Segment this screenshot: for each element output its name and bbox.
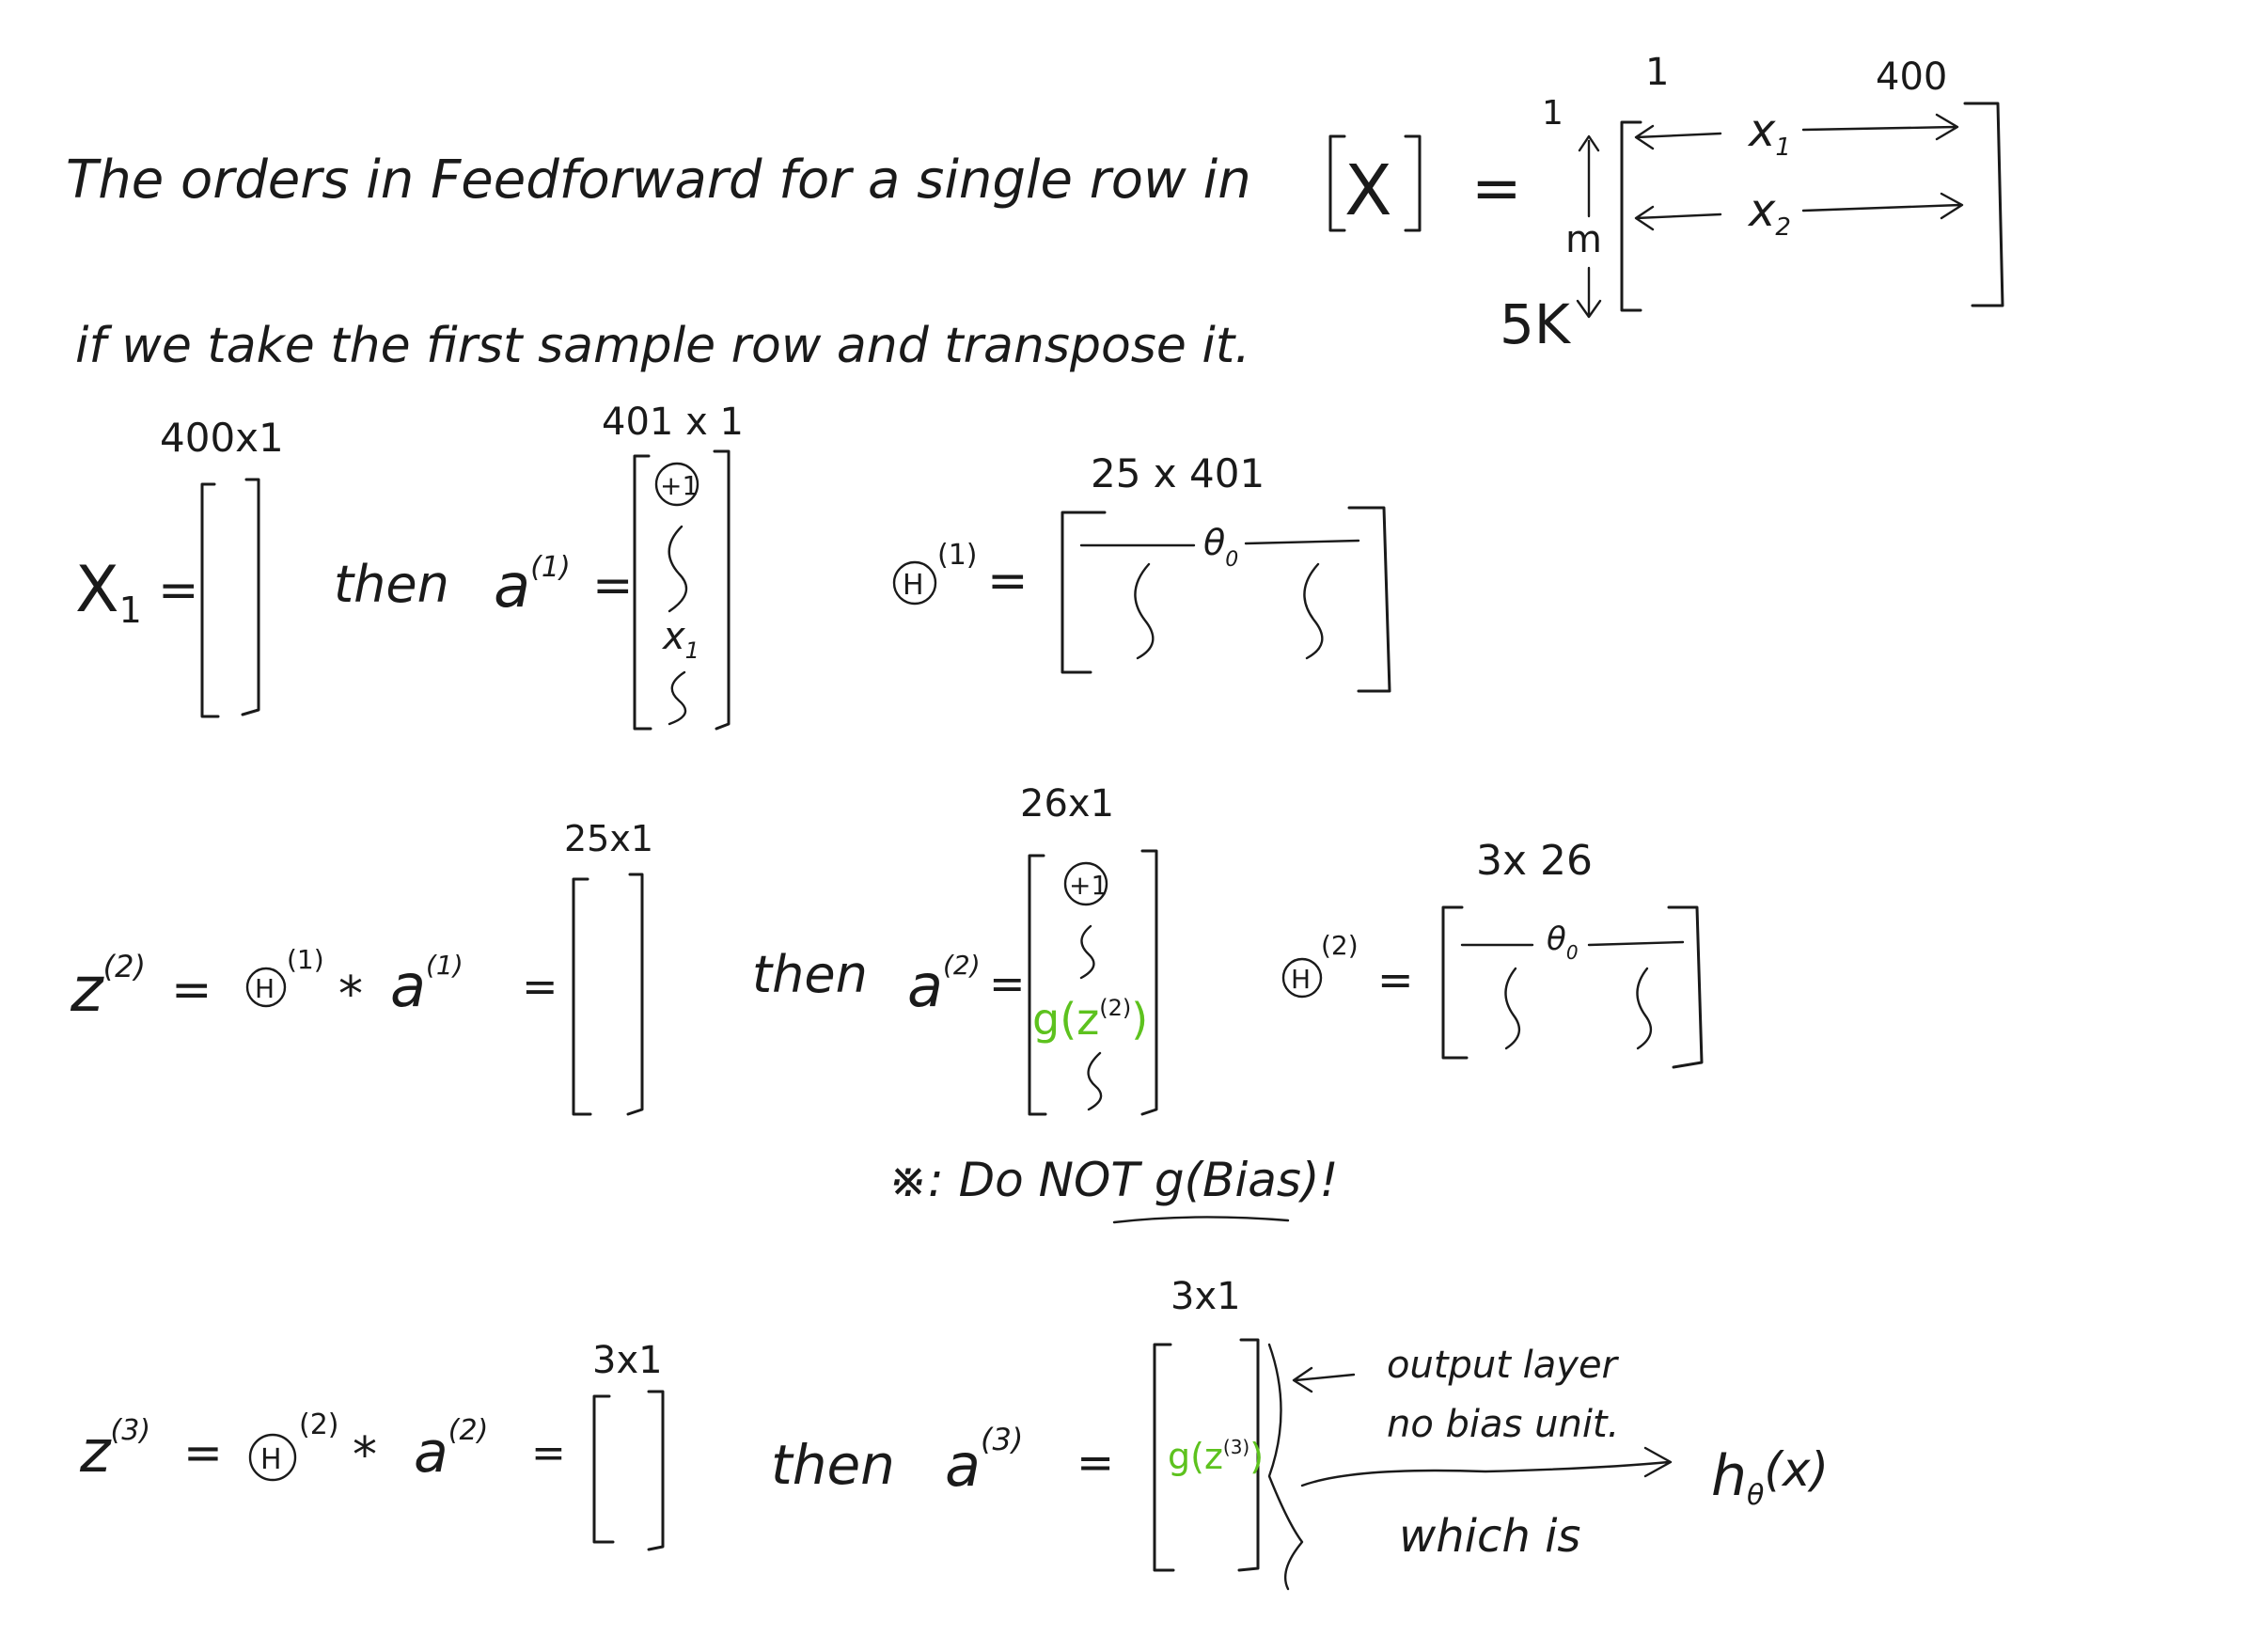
note-text: ※: Do NOT g(Bias)! — [888, 1153, 1339, 1207]
z2-theta: H — [255, 973, 275, 1004]
a3-vector: a(3) = 3x1 g(z(3)) — [945, 1275, 1264, 1572]
theta1-eq: = — [987, 553, 1029, 609]
x1-dim: 400x1 — [160, 415, 284, 461]
z3-eq2: = — [531, 1429, 566, 1477]
header-equals: = — [1471, 154, 1522, 224]
x-matrix-row1: x1 — [1747, 104, 1791, 162]
a1-eq: = — [592, 558, 634, 614]
annot-which-is: which is — [1399, 1510, 1580, 1563]
header-line-1: The orders in Feedforward for a single r… — [66, 149, 1251, 211]
x-bracket-symbol: X — [1328, 134, 1422, 232]
theta2-eq: = — [1377, 954, 1414, 1005]
row1-then: then — [334, 555, 449, 614]
z3-equation: z(3) = H (2) * a(2) = 3x1 — [79, 1339, 665, 1551]
z2-a: a(1) — [390, 950, 464, 1020]
a2-lhs: a(2) — [907, 950, 981, 1020]
a1-dim: 401 x 1 — [602, 401, 744, 444]
z2-lhs: z(2) — [70, 949, 146, 1026]
z3-theta: H — [260, 1443, 282, 1476]
row-count-arrow — [1576, 134, 1602, 319]
annot-output-layer: output layer — [1387, 1344, 1620, 1387]
x-symbol: X — [1344, 150, 1392, 231]
theta1-symbol: H — [903, 569, 924, 602]
a2-dim: 26x1 — [1020, 782, 1114, 826]
z3-a: a(2) — [414, 1414, 488, 1486]
z3-eq: = — [183, 1425, 223, 1480]
z3-lhs: z(3) — [79, 1414, 150, 1486]
annot-no-bias: no bias unit. — [1387, 1403, 1619, 1446]
output-layer-annotation: output layer no bias unit. which is hθ(x… — [1267, 1343, 1829, 1591]
x-matrix-col-end: 400 — [1876, 55, 1947, 99]
z2-eq2: = — [522, 961, 558, 1012]
a1-item: x1 — [661, 615, 699, 664]
theta1-sup: (1) — [937, 539, 978, 572]
row3-then: then — [771, 1433, 895, 1497]
a3-dim: 3x1 — [1171, 1275, 1241, 1318]
theta1-row: θ0 — [1203, 522, 1238, 572]
a2-eq: = — [989, 958, 1026, 1009]
a1-bias: +1 — [660, 470, 699, 501]
x1-eq: = — [158, 562, 199, 619]
theta2-row: θ0 — [1547, 920, 1579, 964]
theta1-dim: 25 x 401 — [1091, 450, 1265, 496]
theta2-symbol: H — [1291, 964, 1311, 995]
bias-warning-note: ※: Do NOT g(Bias)! — [888, 1153, 1339, 1224]
a3-g: g(z(3)) — [1168, 1436, 1264, 1477]
z2-eq: = — [171, 962, 212, 1018]
x1-lhs: X1 — [75, 553, 142, 631]
theta2-sup: (2) — [1321, 930, 1359, 961]
hypothesis-label: hθ(x) — [1711, 1442, 1829, 1512]
a3-lhs: a(3) — [945, 1422, 1023, 1500]
a1-vector: 401 x 1 a(1) = +1 x1 — [494, 401, 744, 731]
z3-op: * — [353, 1427, 377, 1484]
x-matrix-row-count: 5K — [1500, 292, 1572, 356]
header-line-2: if we take the first sample row and tran… — [75, 318, 1250, 374]
x-matrix-col-top: 1 — [1645, 51, 1669, 94]
row2-then: then — [752, 945, 868, 1004]
theta2-dim: 3x 26 — [1476, 837, 1593, 885]
a2-vector: 26x1 a(2) = +1 g(z(2)) — [907, 782, 1158, 1116]
z3-dim: 3x1 — [592, 1339, 663, 1382]
theta2-matrix: 3x 26 H (2) = θ0 — [1281, 837, 1704, 1069]
z2-equation: z(2) = H (1) * a(1) = 25x1 — [70, 818, 653, 1116]
theta1-matrix: 25 x 401 H (1) = θ0 — [892, 450, 1391, 693]
theta1-symbol-circle — [892, 560, 937, 606]
a1-lhs: a(1) — [494, 551, 571, 621]
z3-theta-sup: (2) — [299, 1408, 339, 1441]
x-matrix-row-label: m — [1565, 218, 1602, 261]
z2-dim: 25x1 — [564, 818, 653, 859]
a2-g: g(z(2)) — [1032, 994, 1148, 1045]
x-matrix-row-top: 1 — [1542, 94, 1563, 133]
z2-theta-sup: (1) — [287, 944, 324, 975]
x-matrix-row2: x2 — [1747, 184, 1791, 242]
x1-vector: 400x1 X1 = — [75, 415, 284, 718]
a2-bias: +1 — [1069, 870, 1108, 901]
a3-eq: = — [1076, 1437, 1114, 1489]
x-matrix: 1 400 1 m 5K x1 x2 — [1500, 51, 2004, 356]
note-underline — [1112, 1216, 1290, 1224]
z2-op: * — [338, 967, 363, 1023]
